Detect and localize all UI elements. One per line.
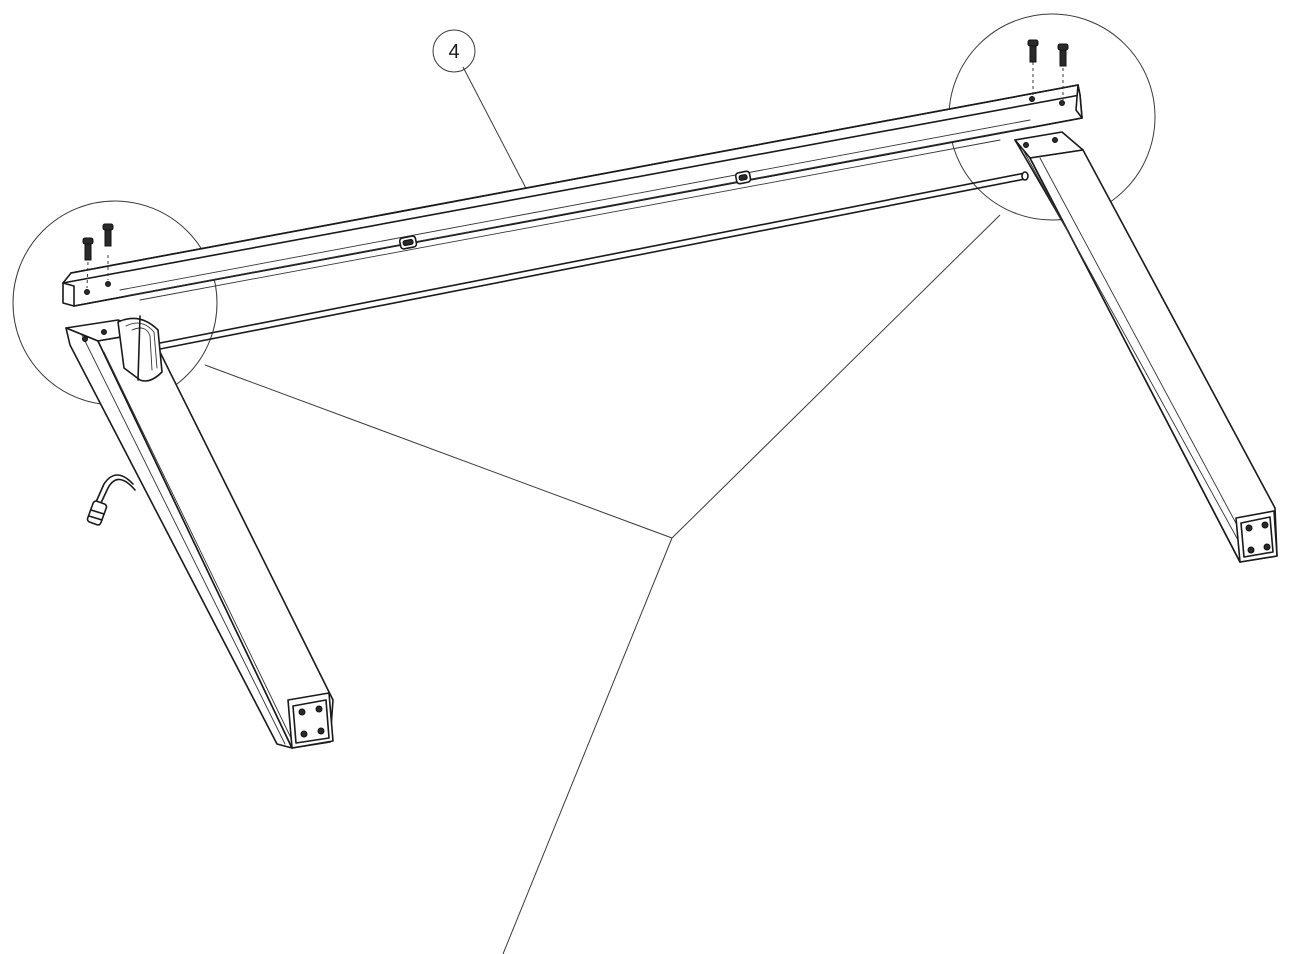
crossbar-front-top-edge <box>62 94 1081 284</box>
crossbar-right-end <box>1075 84 1083 119</box>
left-foot-inner <box>292 699 330 744</box>
left-foot-hole-1 <box>298 708 306 716</box>
cable-wire-2 <box>95 474 134 503</box>
motor-rib <box>137 315 141 381</box>
screw-icon <box>82 237 94 261</box>
cable-plug <box>86 500 108 526</box>
left-leg-top-hole-1 <box>82 336 88 342</box>
right-foot-hole-1 <box>1245 524 1253 532</box>
motor-detail-1 <box>125 322 158 369</box>
plug-ring-1 <box>90 509 105 515</box>
leader-down <box>502 537 673 954</box>
shaft-upper-edge <box>159 172 1026 344</box>
motor-housing <box>117 315 163 382</box>
screw-icon <box>1027 39 1039 63</box>
right-leg <box>1014 131 1278 563</box>
left-leg-front-face <box>65 327 293 749</box>
left-leg-top-hole-2 <box>101 329 107 335</box>
screw-icon <box>102 223 114 247</box>
crossbar-groove-2 <box>124 126 1031 297</box>
left-screws <box>82 223 114 295</box>
crossbar-slot-left-hole <box>402 238 414 247</box>
left-foot-hole-2 <box>315 705 323 713</box>
left-leg <box>65 319 334 749</box>
part-callout: 4 <box>432 29 533 200</box>
right-screws <box>1027 39 1069 106</box>
shaft-lower-edge <box>159 178 1026 350</box>
right-foot-hole-4 <box>1263 543 1271 551</box>
left-leg-inner-line <box>103 351 293 741</box>
right-leg-inner-line <box>1039 157 1246 541</box>
crossbar-slot-right-hole <box>738 174 748 181</box>
right-leg-side-face <box>1029 149 1278 563</box>
shaft-end <box>1021 171 1029 181</box>
leader-left-detail <box>204 364 673 539</box>
screw-icon <box>1057 43 1069 67</box>
left-screw-1-axis <box>86 261 89 289</box>
right-leg-top-hole-2 <box>1052 137 1058 143</box>
callout-bubble <box>432 29 476 73</box>
left-leg-side-face <box>97 331 334 749</box>
cable-wire <box>99 478 136 506</box>
left-leg-edge-line <box>81 334 286 745</box>
leader-right-detail <box>671 214 1001 539</box>
drive-shaft <box>159 171 1029 350</box>
callout-leader <box>462 66 531 197</box>
crossbar-left-end <box>62 282 75 307</box>
callout-number: 4 <box>448 41 459 63</box>
left-foot-hole-4 <box>317 727 325 735</box>
crossbar <box>62 84 1083 307</box>
right-foot-hole-3 <box>1247 546 1255 554</box>
right-screw-hole-2 <box>1059 100 1065 106</box>
left-foot-hole-3 <box>300 730 308 738</box>
right-leg-edge-line <box>1021 147 1239 541</box>
crossbar-bottom-edge <box>73 117 1083 307</box>
left-screw-hole-1 <box>84 289 90 295</box>
plug-ring-2 <box>88 515 103 521</box>
motor-body <box>117 317 163 382</box>
crossbar-groove-3 <box>139 139 1001 301</box>
left-screw-hole-2 <box>105 281 111 287</box>
right-screw-hole-1 <box>1029 96 1035 102</box>
leader-lines <box>204 214 1001 954</box>
right-leg-top-hole-1 <box>1023 142 1029 148</box>
right-foot-hole-2 <box>1261 521 1269 529</box>
crossbar-body <box>62 84 1083 307</box>
crossbar-groove-1 <box>119 119 1031 291</box>
motor-detail-2 <box>131 327 153 371</box>
crossbar-top-edge <box>70 84 1079 274</box>
right-foot-inner <box>1240 516 1274 558</box>
power-cable <box>86 474 136 526</box>
